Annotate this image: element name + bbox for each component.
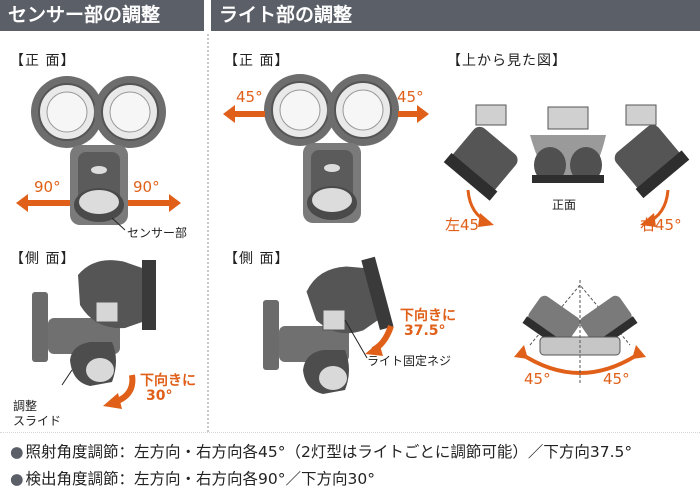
light-front-illustration	[223, 74, 429, 223]
light-angle-diagram	[514, 280, 646, 383]
light-top-view-label: 【上から見た図】	[447, 53, 567, 69]
sensor-side-illustration	[32, 260, 156, 409]
light-side-illustration	[263, 256, 394, 394]
adjust-slide-label-1: 調整	[13, 399, 38, 413]
light-down-label-1: 下向きに	[400, 308, 456, 324]
bullet-item: ●照射角度調節：左方向・右方向各45°（2灯型はライトごとに調節可能）／下方向3…	[10, 440, 632, 462]
light-left-angle: 45°	[236, 88, 263, 106]
adjust-slide-label-2: スライド	[13, 414, 62, 428]
bullet-dot-icon: ●	[10, 443, 24, 461]
sensor-section-header: センサー部の調整	[0, 0, 204, 31]
light-top-front-label: 正面	[552, 198, 577, 212]
bullet-dot-icon: ●	[10, 470, 24, 488]
light-top-illustration	[443, 104, 690, 227]
bullet-text: 検出角度調節：左方向・右方向各90°／下方向30°	[25, 470, 375, 488]
sensor-part-label: センサー部	[127, 226, 188, 240]
sensor-right-angle: 90°	[133, 178, 160, 196]
light-bottom-right-angle: 45°	[603, 370, 630, 388]
light-fix-screw-label: ライト固定ネジ	[367, 354, 452, 368]
sensor-front-view-label: 【正 面】	[10, 53, 76, 69]
light-top-right-angle: 右45°	[640, 216, 682, 234]
sensor-left-angle: 90°	[34, 178, 61, 196]
sensor-side-view-label: 【側 面】	[10, 251, 76, 267]
light-right-angle: 45°	[397, 88, 424, 106]
light-side-view-label: 【側 面】	[224, 251, 290, 267]
footer-divider	[0, 432, 700, 433]
light-bottom-left-angle: 45°	[524, 370, 551, 388]
light-top-left-angle: 左45°	[445, 216, 487, 234]
sensor-front-illustration	[16, 76, 181, 231]
bullet-text: 照射角度調節：左方向・右方向各45°（2灯型はライトごとに調節可能）／下方向37…	[25, 443, 633, 461]
light-down-label-2: 37.5°	[404, 323, 446, 339]
sensor-down-label-2: 30°	[146, 388, 173, 404]
section-divider	[207, 34, 209, 432]
bullet-item: ●検出角度調節：左方向・右方向各90°／下方向30°	[10, 467, 375, 489]
sensor-down-label-1: 下向きに	[140, 373, 196, 389]
light-front-view-label: 【正 面】	[224, 53, 290, 69]
light-section-header: ライト部の調整	[211, 0, 700, 31]
